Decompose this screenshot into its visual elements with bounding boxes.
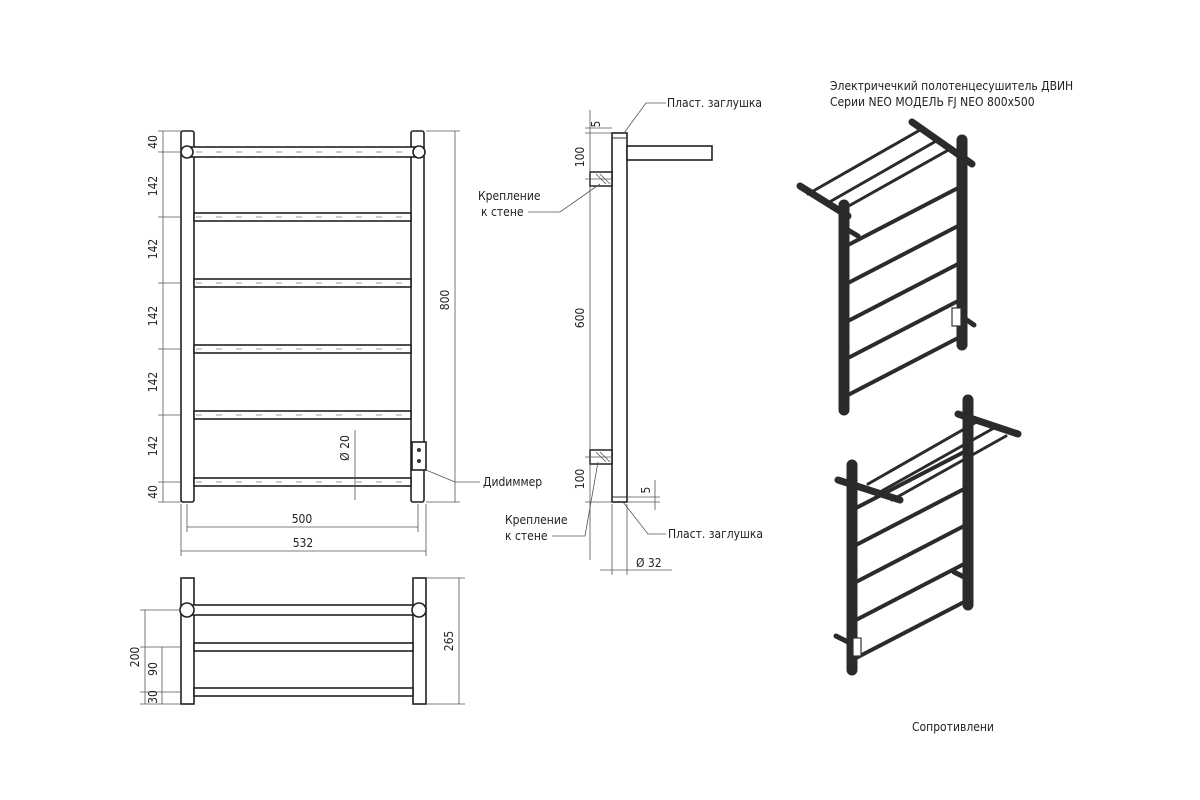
- dimmer-knob-icon: [417, 448, 421, 452]
- label-mount-top-2: к стене: [481, 205, 524, 219]
- label-mount-bottom-2: к стене: [505, 529, 548, 543]
- isometric-rungs: [854, 450, 966, 660]
- label-dimmer: Диdиммер: [483, 475, 542, 489]
- title-line-2: Серии NEO МОДЕЛЬ FJ NEO 800x500: [830, 95, 1035, 109]
- title-line-1: Электричечкий полотенцесушитель ДВИН: [830, 79, 1073, 93]
- dim-total-depth: 265: [442, 631, 456, 652]
- left-bracket: [180, 577, 195, 705]
- right-bracket: [412, 577, 427, 705]
- dim-side-diameter: Ø 32: [636, 556, 662, 570]
- dim-spacing: 142: [146, 239, 160, 260]
- dim-side-bottom-100: 100: [573, 469, 587, 490]
- dim-side-top-100: 100: [573, 147, 587, 168]
- dim-spacing: 142: [146, 306, 160, 327]
- top-bar: [186, 604, 419, 616]
- side-vertical-tube: [611, 132, 628, 503]
- dim-depth-200: 200: [128, 647, 142, 668]
- side-view: 5 100 600 100 5 Ø 32 Пласт. заглушка Кре…: [478, 96, 763, 575]
- isometric-view-bottom: [833, 394, 1022, 676]
- label-cap-bottom: Пласт. заглушка: [668, 527, 763, 541]
- label-mount-top-1: Крепление: [478, 189, 541, 203]
- dim-inner-width: 500: [292, 512, 313, 526]
- isometric-dimmer-icon: [951, 307, 962, 327]
- front-view: 40 142 142 142 142 142 40 800 Ø 20 Диdим…: [146, 130, 542, 556]
- dimmer-knob-icon: [417, 459, 421, 463]
- rung-back: [193, 687, 414, 697]
- label-cap-top: Пласт. заглушка: [667, 96, 762, 110]
- dim-spacing: 142: [146, 436, 160, 457]
- dim-bottom-margin: 40: [146, 485, 160, 499]
- footer-fragment: Сопротивлени: [912, 720, 994, 734]
- rung: [193, 278, 412, 288]
- rung: [193, 477, 412, 487]
- rung-front: [193, 642, 414, 652]
- dim-outer-width: 532: [293, 536, 314, 550]
- dim-side-600: 600: [573, 308, 587, 329]
- isometric-view-top: [796, 118, 977, 416]
- isometric-dimmer-icon: [852, 637, 862, 657]
- rung: [193, 410, 412, 420]
- right-end-icon: [411, 602, 427, 618]
- top-right-end-icon: [412, 145, 426, 159]
- dim-depth-30: 30: [146, 690, 160, 704]
- left-end-icon: [179, 602, 195, 618]
- label-mount-bottom-1: Крепление: [505, 513, 568, 527]
- dim-spacing: 142: [146, 372, 160, 393]
- top-left-end-icon: [180, 145, 194, 159]
- dimmer-icon: [411, 441, 427, 471]
- dim-total-height: 800: [438, 290, 452, 311]
- right-vertical-tube: [410, 130, 425, 503]
- dim-depth-90: 90: [146, 662, 160, 676]
- rung: [193, 344, 412, 354]
- top-view: 200 90 30 265: [128, 577, 465, 705]
- dim-rung-diameter: Ø 20: [338, 435, 352, 461]
- rung: [193, 212, 412, 222]
- dim-top-margin: 40: [146, 135, 160, 149]
- rungs: [193, 212, 412, 487]
- dim-side-bottom-5: 5: [639, 487, 653, 494]
- left-vertical-tube: [180, 130, 195, 503]
- dim-spacing: 142: [146, 176, 160, 197]
- isometric-rungs: [846, 186, 960, 397]
- top-arm: [626, 145, 713, 161]
- dim-side-top-5: 5: [589, 121, 603, 128]
